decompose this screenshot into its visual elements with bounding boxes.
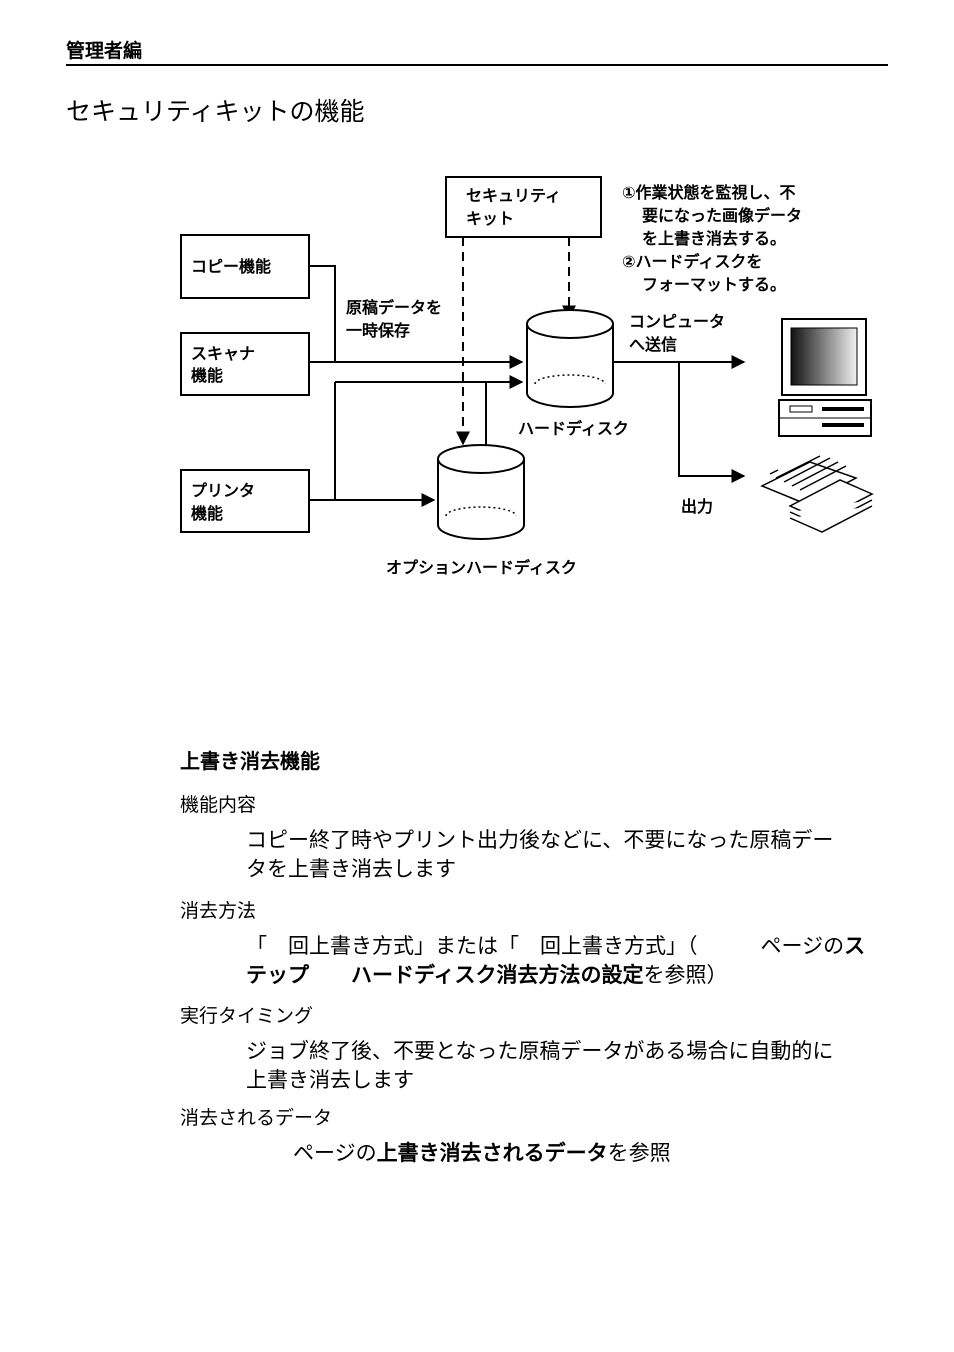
desc-function-line-1: コピー終了時やプリント出力後などに、不要になった原稿デー (246, 828, 834, 852)
scanner-function-label-2: 機能 (191, 366, 223, 385)
scanner-function-label-1: スキャナ (191, 344, 255, 363)
desc-method-line-2: テップ ハードディスク消去方法の設定を参照） (246, 961, 886, 990)
hard-disk-label: ハードディスク (518, 419, 629, 438)
term-function: 機能内容 (180, 794, 257, 816)
desc-erased-post: を参照 (607, 1141, 671, 1165)
security-kit-label-2: キット (466, 209, 514, 228)
desc-method-line-1: 「 回上書き方式」または「 回上書き方式」（ ページのス (246, 932, 886, 961)
desc-timing: ジョブ終了後、不要となった原稿データがある場合に自動的に 上書き消去します (246, 1037, 886, 1095)
note-line-1: ①作業状態を監視し、不 (622, 183, 796, 202)
desc-method-tail: を参照） (643, 963, 728, 987)
copy-function-label: コピー機能 (191, 257, 271, 276)
printer-function-label-1: プリンタ (191, 481, 255, 500)
desc-function-line-2: タを上書き消去します (246, 857, 456, 881)
desc-timing-line-2: 上書き消去します (246, 1068, 414, 1092)
desc-method-text: 「 回上書き方式」または「 回上書き方式」（ ページの (246, 934, 845, 958)
printer-function-label-2: 機能 (191, 504, 223, 523)
option-disk-label: オプションハードディスク (386, 558, 577, 577)
term-method: 消去方法 (180, 900, 257, 922)
erased-data-link[interactable]: 上書き消去されるデータ (376, 1141, 608, 1165)
step-link-part-2[interactable]: テップ ハードディスク消去方法の設定 (246, 963, 644, 987)
security-kit-diagram: コピー機能 スキャナ 機能 プリンタ 機能 セキュリティ キット ①作業状態を監… (180, 176, 874, 577)
security-kit-label-1: セキュリティ (466, 186, 561, 205)
desc-erased-pre: ページの (293, 1141, 377, 1165)
note-line-5: フォーマットする。 (642, 275, 786, 294)
to-output-arrow (678, 362, 746, 483)
computer-icon (778, 318, 872, 437)
desc-erased-data: ページの上書き消去されるデータを参照 (293, 1139, 933, 1168)
header-rule (66, 64, 888, 66)
page-title: セキュリティキットの機能 (66, 97, 365, 126)
copy-function-box (180, 234, 310, 299)
temp-save-label-1: 原稿データを (346, 298, 442, 317)
temp-save-label-2: 一時保存 (346, 321, 410, 340)
overwrite-section-heading: 上書き消去機能 (180, 749, 320, 773)
send-to-pc-label-1: コンピュータ (629, 312, 725, 331)
output-label: 出力 (681, 497, 713, 516)
send-to-pc-label-2: へ送信 (629, 335, 677, 354)
note-line-4: ②ハードディスクを (622, 252, 762, 271)
option-disk-icon (437, 444, 525, 540)
term-erased-data: 消去されるデータ (180, 1107, 333, 1129)
printer-connector (309, 382, 336, 501)
note-line-2: 要になった画像データ (642, 206, 802, 225)
running-header: 管理者編 (66, 40, 143, 62)
desc-timing-line-1: ジョブ終了後、不要となった原稿データがある場合に自動的に (246, 1039, 834, 1063)
step-link-part-1[interactable]: ス (844, 934, 866, 958)
printed-pages-icon (760, 455, 874, 533)
desc-method: 「 回上書き方式」または「 回上書き方式」（ ページのス テップ ハードディスク… (246, 932, 886, 990)
term-timing: 実行タイミング (180, 1005, 314, 1027)
hard-disk-icon (526, 309, 614, 408)
note-line-3: を上書き消去する。 (642, 229, 786, 248)
copy-connector (309, 265, 336, 362)
desc-function: コピー終了時やプリント出力後などに、不要になった原稿デー タを上書き消去します (246, 826, 886, 884)
security-kit-box (445, 176, 602, 238)
printer-function-box (180, 469, 310, 533)
scanner-function-box (180, 332, 310, 396)
